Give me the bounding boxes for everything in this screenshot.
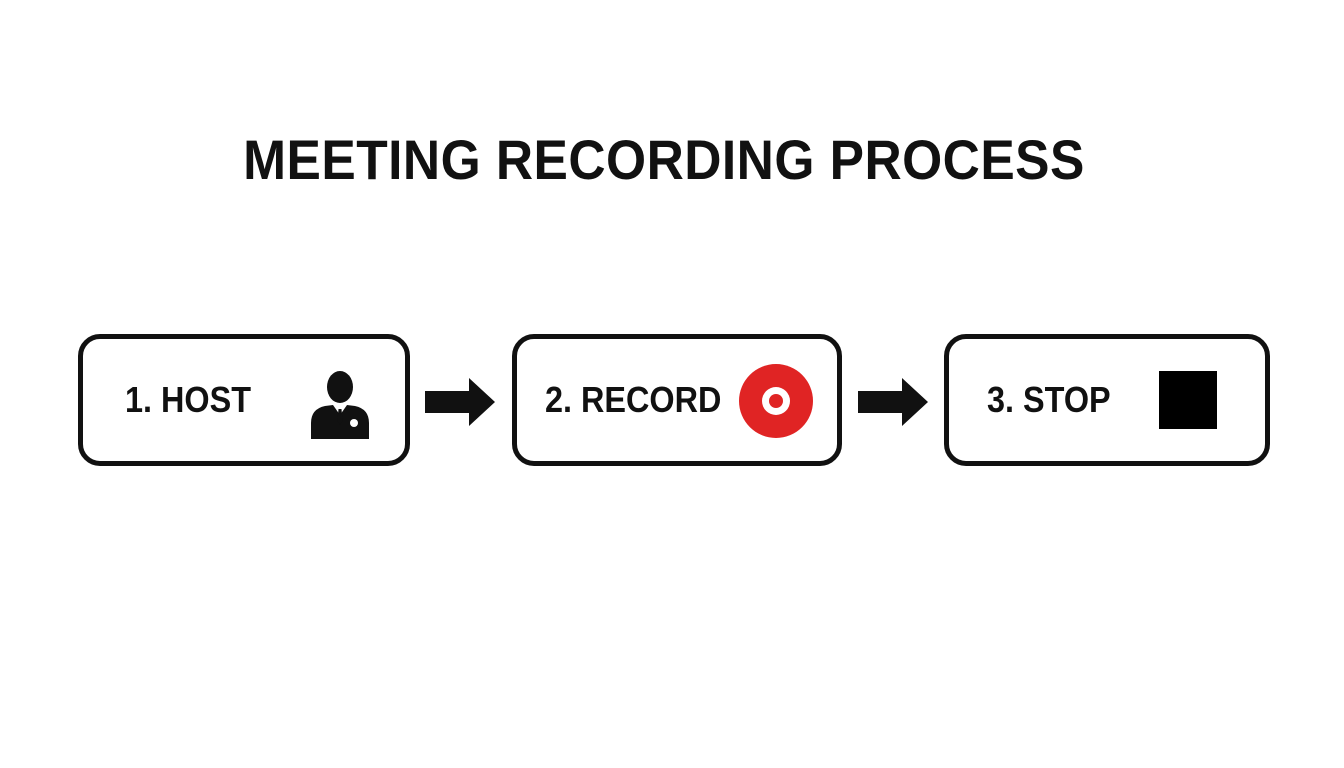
record-icon bbox=[739, 364, 813, 443]
step-record: 2. RECORD bbox=[512, 334, 842, 466]
stop-icon bbox=[1159, 371, 1217, 434]
step-record-label: 2. RECORD bbox=[545, 379, 722, 420]
step-stop: 3. STOP bbox=[944, 334, 1270, 466]
step-host-label: 1. HOST bbox=[125, 379, 252, 420]
step-stop-label: 3. STOP bbox=[987, 379, 1111, 420]
host-person-icon bbox=[309, 369, 371, 444]
arrow-right-icon bbox=[858, 378, 928, 431]
diagram-title: MEETING RECORDING PROCESS bbox=[243, 128, 1085, 191]
arrow-right-icon bbox=[425, 378, 495, 431]
step-host: 1. HOST bbox=[78, 334, 410, 466]
